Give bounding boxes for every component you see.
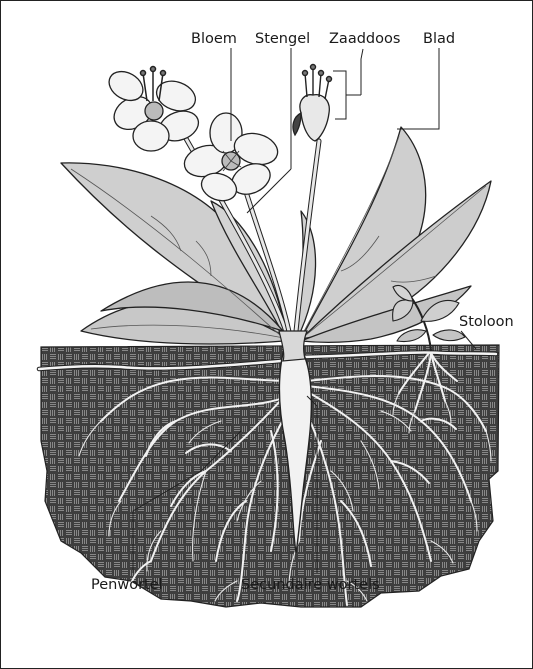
label-zaaddoos: Zaaddoos xyxy=(329,31,400,47)
crown xyxy=(279,331,307,361)
label-stengel: Stengel xyxy=(255,31,310,47)
soil-block xyxy=(41,345,499,607)
label-stoloon: Stoloon xyxy=(459,314,514,330)
label-penwortel: Penwortel xyxy=(91,577,163,593)
label-blad: Blad xyxy=(423,31,455,47)
label-bloem: Bloem xyxy=(191,31,237,47)
label-secundaire-wortels: Secundaire wortels xyxy=(241,577,380,593)
seed-capsule xyxy=(293,65,332,142)
